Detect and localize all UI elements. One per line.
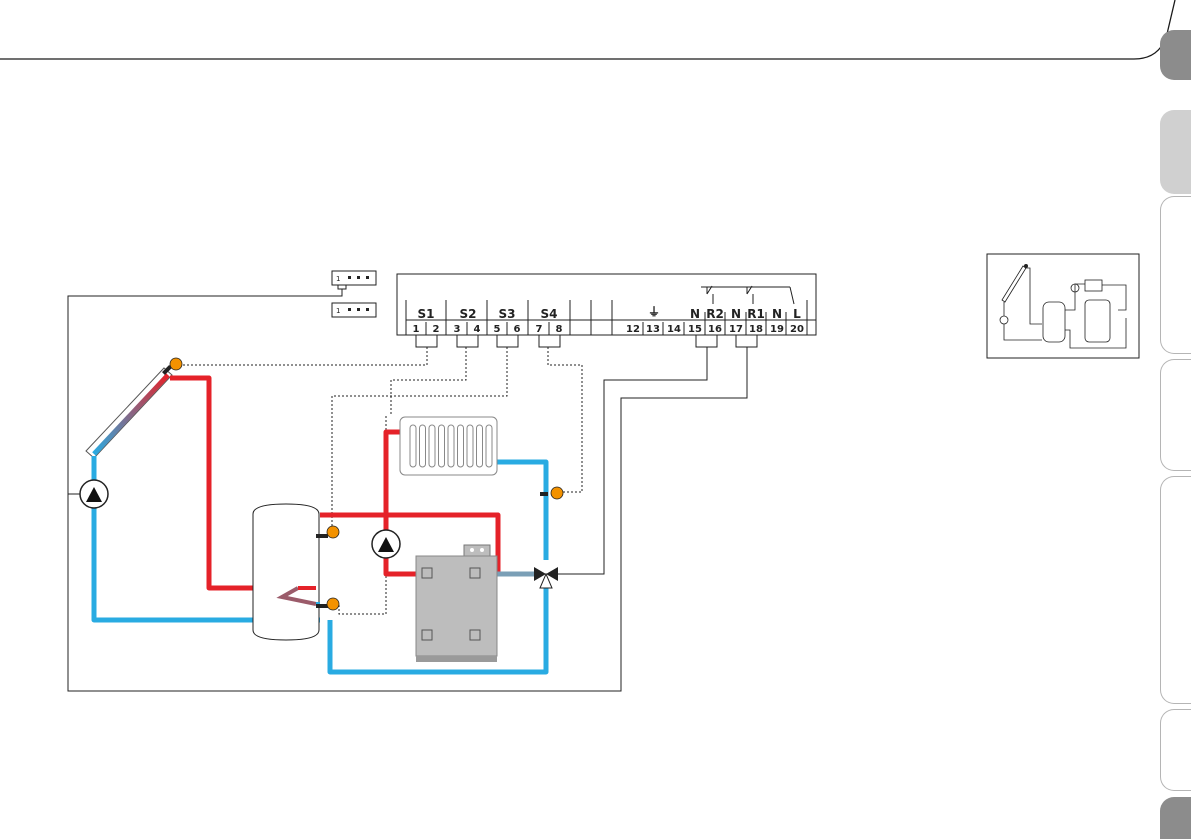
- sensor-group-label: S4: [541, 307, 558, 321]
- boiler-icon: [416, 545, 497, 662]
- terminal-number: 16: [708, 324, 722, 335]
- terminal-number: 4: [474, 324, 481, 335]
- relay-label: N: [772, 307, 782, 321]
- terminal-socket-s4: [539, 335, 560, 347]
- sensor-group-label: S2: [460, 307, 477, 321]
- temperature-sensor-icon: [170, 358, 182, 370]
- terminal-number: 20: [790, 324, 804, 335]
- terminal-socket-r1: [736, 335, 757, 347]
- storage-tank-icon: [253, 504, 320, 640]
- terminal-number: 15: [688, 324, 702, 335]
- connector-plug-2: 1: [332, 303, 376, 317]
- three-way-valve-icon: [534, 567, 558, 588]
- terminal-number: 1: [413, 324, 420, 335]
- terminal-number: 8: [556, 324, 563, 335]
- radiator-icon: [400, 417, 497, 475]
- connector-plug-1: 1: [332, 271, 376, 285]
- temperature-sensor-icon: [540, 487, 563, 499]
- system-overview-thumbnail: [987, 254, 1139, 358]
- terminal-number: 18: [749, 324, 763, 335]
- sensor-group-label: S3: [499, 307, 516, 321]
- svg-text:1: 1: [336, 307, 340, 315]
- relay-label: L: [793, 307, 801, 321]
- terminal-socket-s1: [416, 335, 437, 347]
- svg-text:1: 1: [336, 275, 340, 283]
- relay-label: R2: [706, 307, 724, 321]
- solar-collector-icon: [86, 365, 172, 458]
- pump-icon: [372, 530, 400, 558]
- terminal-number: 19: [770, 324, 784, 335]
- mains-wire: [68, 288, 747, 691]
- terminal-number: 7: [536, 324, 543, 335]
- terminal-number: 2: [433, 324, 440, 335]
- relay-label: R1: [747, 307, 765, 321]
- relay-label: N: [690, 307, 700, 321]
- pump-icon: [80, 480, 108, 508]
- terminal-number: 5: [494, 324, 501, 335]
- terminal-socket-s3: [497, 335, 518, 347]
- relay-label: N: [731, 307, 741, 321]
- ground-icon: ⏚: [648, 305, 660, 319]
- terminal-number: 14: [667, 324, 681, 335]
- terminal-number: 13: [646, 324, 660, 335]
- valve-control-wire: [554, 347, 707, 574]
- sensor-group-label: S1: [418, 307, 435, 321]
- terminal-socket-r2: [696, 335, 717, 347]
- terminal-socket-s2: [457, 335, 478, 347]
- terminal-number: 6: [514, 324, 521, 335]
- terminal-number: 3: [454, 324, 461, 335]
- terminal-number: 12: [626, 324, 640, 335]
- terminal-number: 17: [729, 324, 743, 335]
